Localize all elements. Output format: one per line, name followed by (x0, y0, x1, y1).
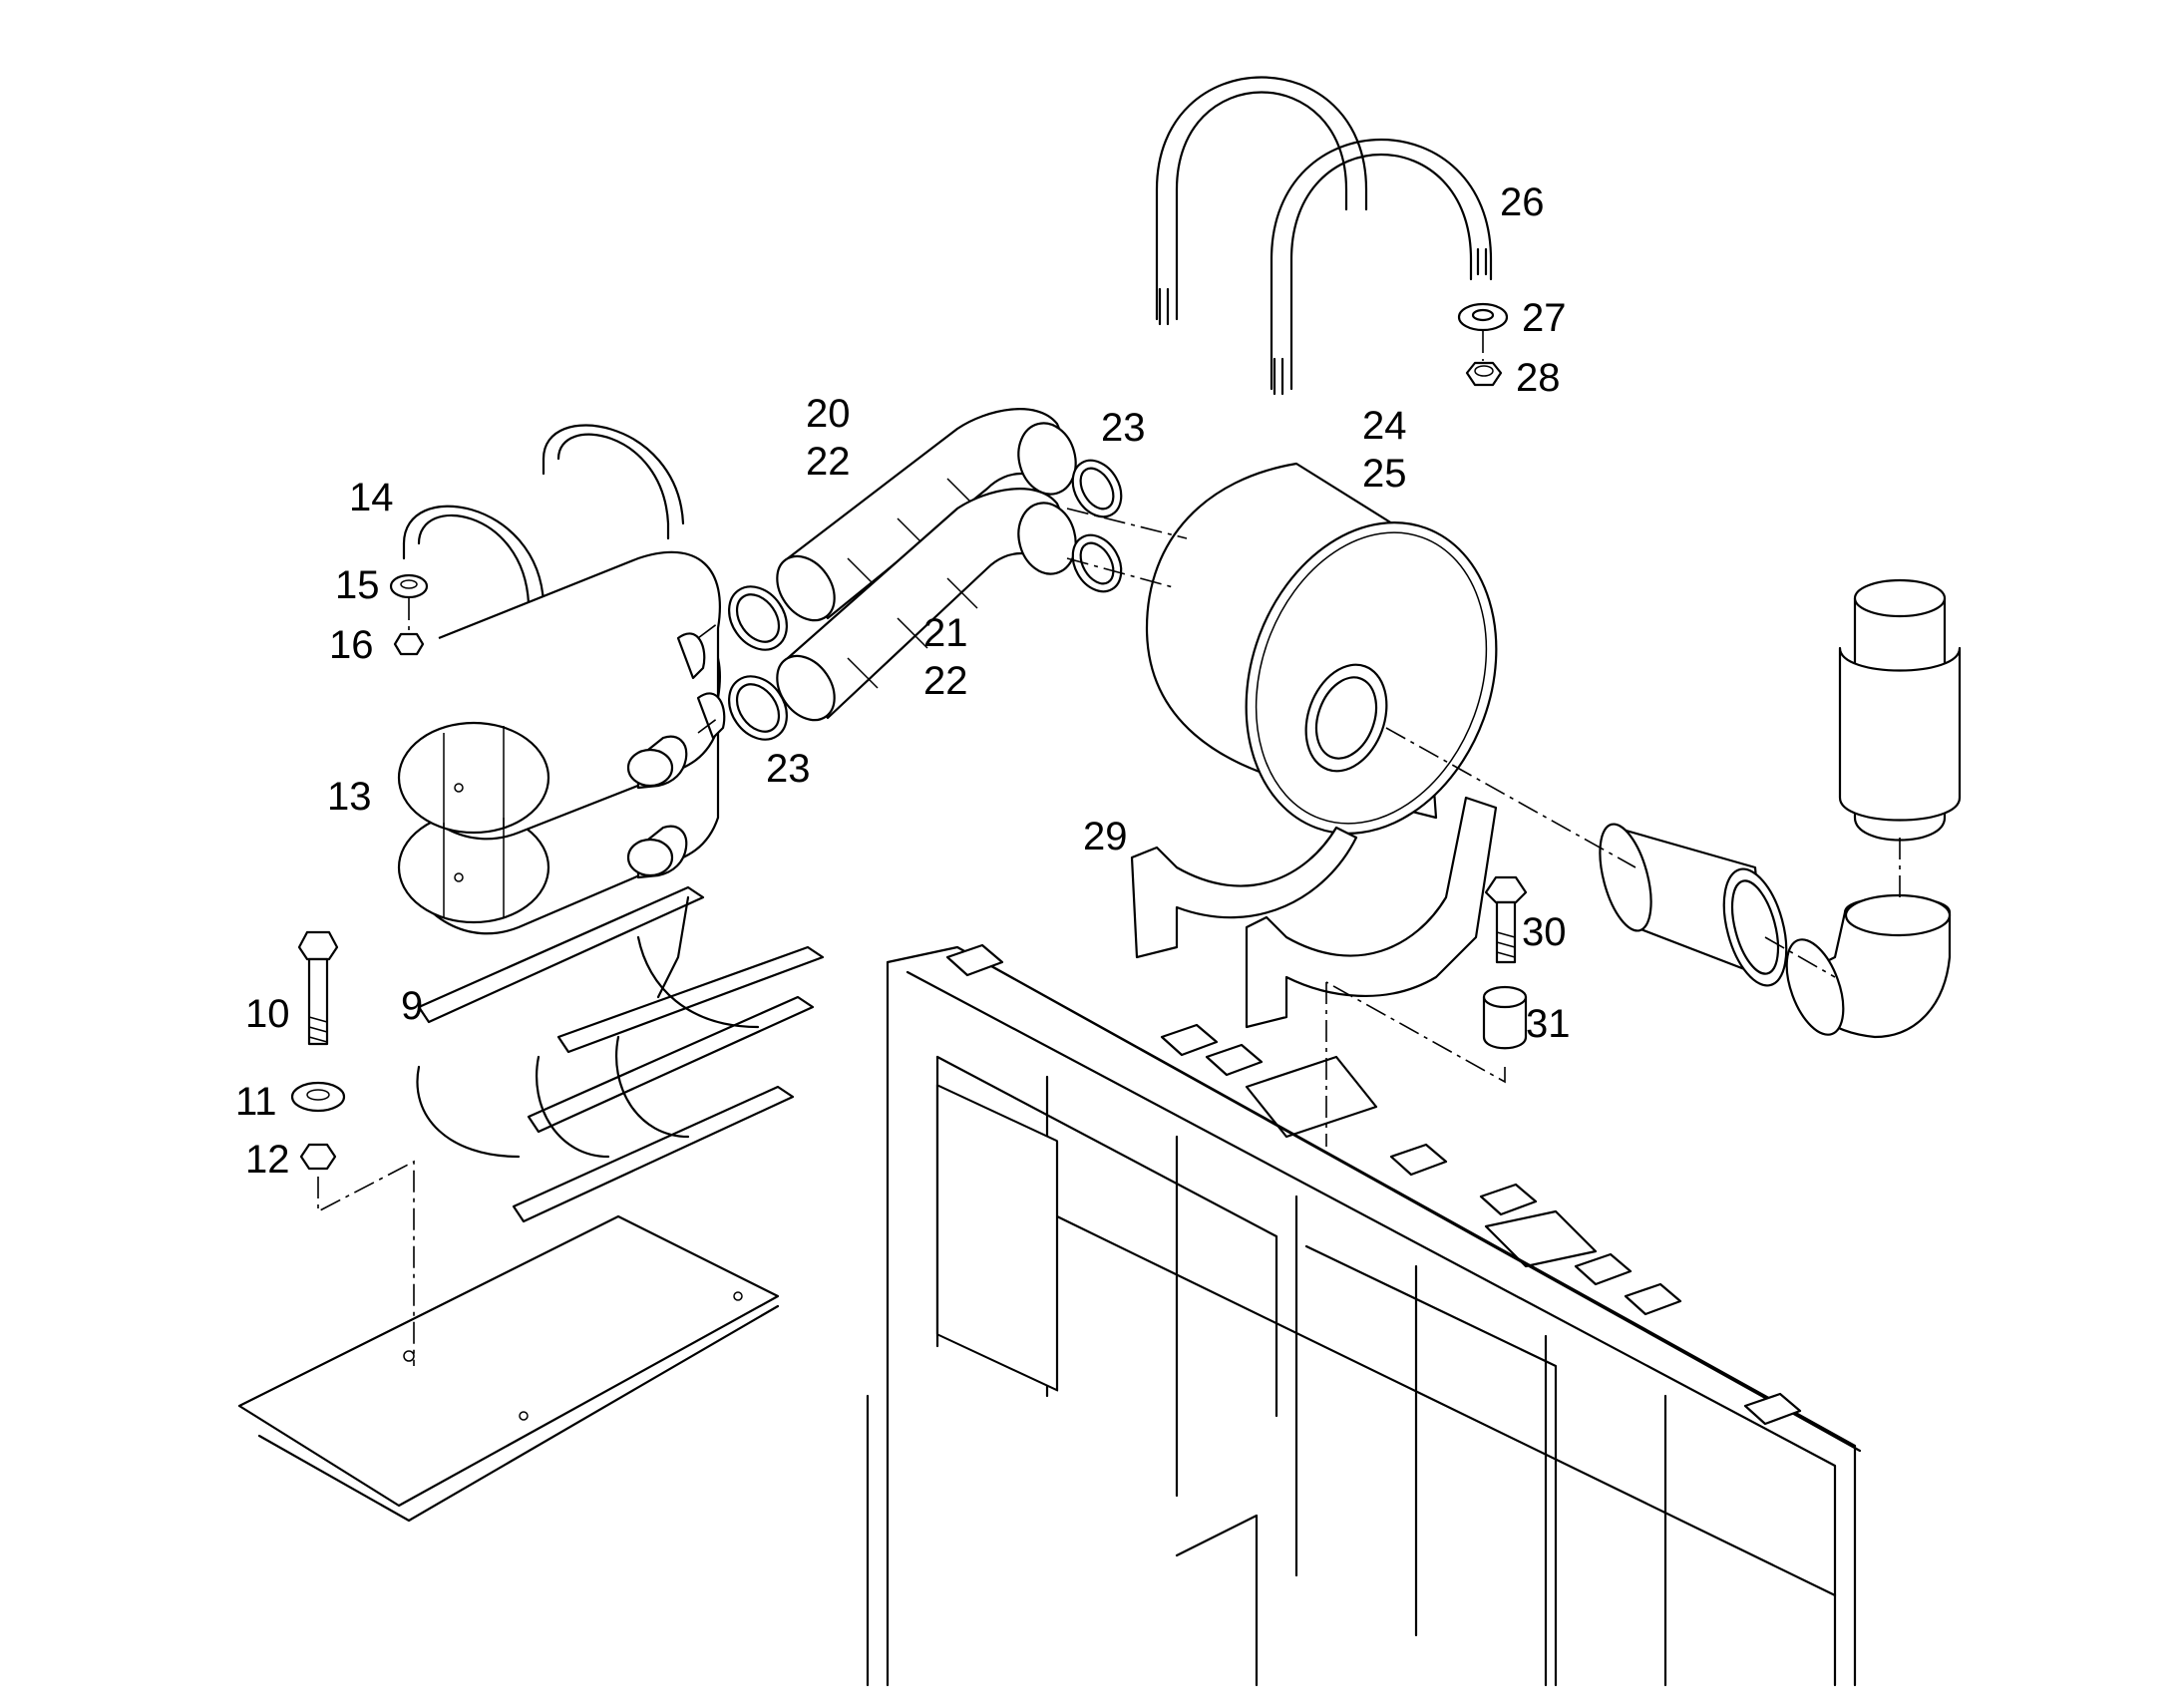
washer-15-part (389, 573, 429, 599)
callout-29: 29 (1083, 815, 1128, 858)
callout-labels: 9 10 11 12 13 14 15 16 20 22 21 22 23 23… (235, 180, 1571, 1182)
muffler-13-part (397, 550, 726, 935)
callout-9: 9 (401, 984, 423, 1028)
strap-26-part (1155, 76, 1493, 396)
spacer-31-part (1482, 985, 1528, 1050)
mount-29-part (1130, 796, 1498, 1029)
exhaust-pipe-20-part (776, 408, 1077, 622)
rain-cap-part (1838, 578, 1962, 842)
callout-23-lower: 23 (766, 747, 811, 791)
callout-27: 27 (1522, 296, 1567, 340)
exhaust-pipe-21-part (776, 488, 1077, 722)
callout-16: 16 (329, 623, 374, 667)
callout-30: 30 (1522, 910, 1567, 954)
nut-12-part (299, 1143, 337, 1171)
cradle-9-part (416, 885, 825, 1223)
callout-26: 26 (1500, 180, 1545, 224)
callout-25: 25 (1362, 452, 1407, 496)
clamp-23-right-part (1071, 459, 1123, 593)
silencer-24-part (1145, 462, 1498, 835)
callout-11: 11 (235, 1080, 277, 1124)
callout-31: 31 (1526, 1002, 1571, 1046)
washer-11-part (290, 1081, 346, 1113)
frame-structure-part (866, 943, 1862, 1687)
nut-28-part (1465, 361, 1503, 387)
bottom-plate-part (237, 1214, 780, 1523)
callout-21: 21 (923, 611, 968, 655)
bolt-10-part (297, 930, 339, 1046)
adapter-part (1599, 823, 1788, 987)
callout-15: 15 (335, 563, 380, 607)
bolt-30-part (1484, 875, 1528, 964)
callout-23-upper: 23 (1101, 406, 1146, 450)
callout-24: 24 (1362, 404, 1407, 448)
callout-13: 13 (327, 775, 372, 819)
callout-22-upper: 22 (806, 440, 851, 484)
callout-12: 12 (245, 1138, 290, 1182)
callout-28: 28 (1516, 356, 1561, 400)
callout-14: 14 (349, 476, 394, 519)
callout-20: 20 (806, 392, 851, 436)
clamp-23-left-part (728, 585, 788, 741)
callout-10: 10 (245, 992, 290, 1036)
washer-27-part (1457, 302, 1509, 332)
elbow-part (1785, 893, 1952, 1039)
assembly-lines (317, 331, 1901, 1366)
callout-22-lower: 22 (923, 659, 968, 703)
nut-16-part (393, 632, 425, 656)
